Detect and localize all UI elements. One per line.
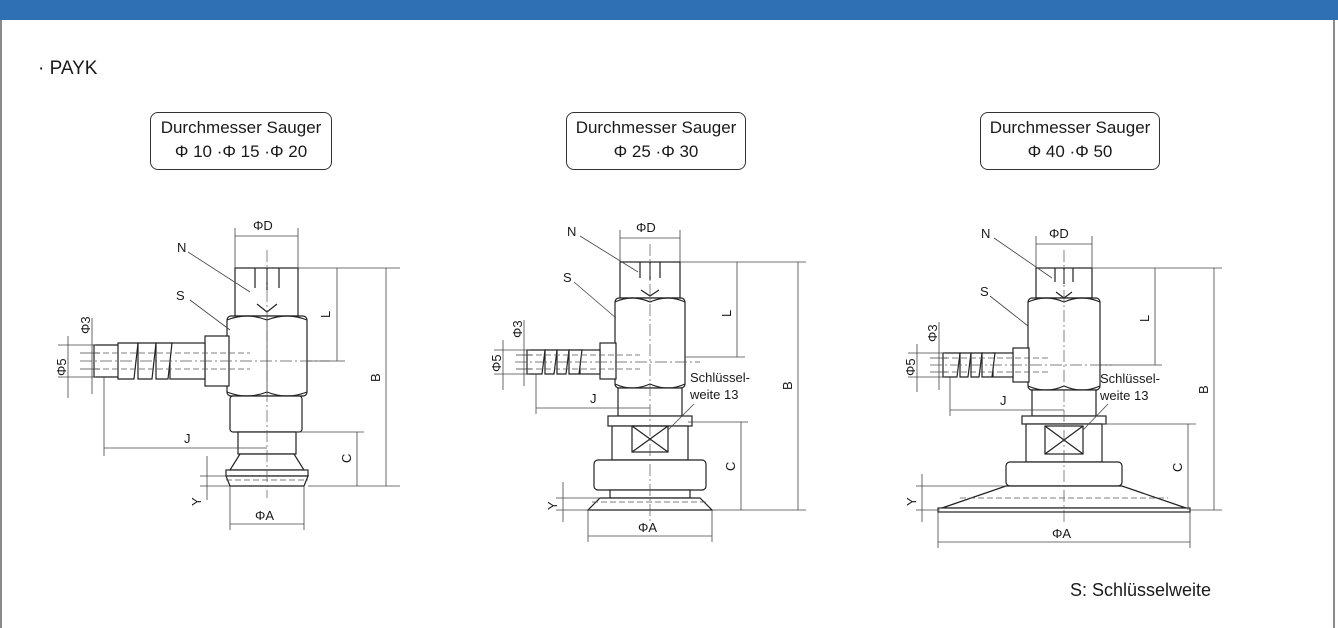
drawing-medium: ΦD N S L B C Schlüssel- weite 13 <box>489 220 806 542</box>
content-frame <box>0 20 1335 628</box>
wrench-label-2: weite 13 <box>689 387 738 402</box>
variant-sizes: Φ 10 ·Φ 15 ·Φ 20 <box>174 142 308 161</box>
dim-j-label: J <box>1000 393 1007 408</box>
dim-a-label: ΦA <box>255 508 274 523</box>
dim-y-label: Y <box>189 497 204 506</box>
dim-b-label: B <box>1196 385 1211 394</box>
variant-sizes: Φ 25 ·Φ 30 <box>613 142 699 161</box>
dim-b-label: B <box>368 373 383 382</box>
variant-label-large: Durchmesser Sauger Φ 40 ·Φ 50 <box>980 112 1160 170</box>
variant-label-medium: Durchmesser Sauger Φ 25 ·Φ 30 <box>566 112 746 170</box>
drawing-large: ΦD N S L B C Schlüssel- weite 13 <box>903 226 1222 548</box>
dim-d5-label: Φ5 <box>54 358 69 376</box>
dim-y-label: Y <box>545 501 560 510</box>
dim-d3-label: Φ3 <box>510 320 525 338</box>
dim-a-label: ΦA <box>638 520 657 535</box>
drawing-small: ΦD N S L B C J Φ3 <box>54 218 400 530</box>
dim-a-label: ΦA <box>1052 526 1071 541</box>
dim-l-label: L <box>719 310 734 317</box>
dim-l-label: L <box>318 311 333 318</box>
series-title: · PAYK <box>38 58 98 79</box>
wrench-label-1: Schlüssel- <box>690 370 750 385</box>
variant-heading: Durchmesser Sauger <box>160 118 322 137</box>
footnote: S: Schlüsselweite <box>1070 580 1212 600</box>
dim-c-label: C <box>339 454 354 463</box>
dim-n-label: N <box>981 226 990 241</box>
dim-d-label: ΦD <box>253 218 273 233</box>
variant-heading: Durchmesser Sauger <box>575 118 737 137</box>
dim-c-label: C <box>723 462 738 471</box>
wrench-label-1: Schlüssel- <box>1100 371 1160 386</box>
dim-d3-label: Φ3 <box>78 316 93 334</box>
dim-j-label: J <box>184 431 191 446</box>
header-bar <box>0 0 1338 20</box>
dim-s-label: S <box>980 284 989 299</box>
dim-s-label: S <box>176 288 185 303</box>
dim-y-label: Y <box>904 497 919 506</box>
dim-d-label: ΦD <box>1049 226 1069 241</box>
dim-d5-label: Φ5 <box>489 354 504 372</box>
variant-label-small: Durchmesser Sauger Φ 10 ·Φ 15 ·Φ 20 <box>150 112 332 170</box>
variant-heading: Durchmesser Sauger <box>989 118 1151 137</box>
dim-s-label: S <box>563 270 572 285</box>
dim-l-label: L <box>1137 315 1152 322</box>
wrench-label-2: weite 13 <box>1099 388 1148 403</box>
dim-d3-label: Φ3 <box>925 324 940 342</box>
dim-d-label: ΦD <box>636 220 656 235</box>
dim-n-label: N <box>177 240 186 255</box>
dim-b-label: B <box>780 381 795 390</box>
dim-d5-label: Φ5 <box>903 358 918 376</box>
dim-n-label: N <box>567 224 576 239</box>
variant-sizes: Φ 40 ·Φ 50 <box>1027 142 1113 161</box>
dim-j-label: J <box>590 391 597 406</box>
dim-c-label: C <box>1170 463 1185 472</box>
